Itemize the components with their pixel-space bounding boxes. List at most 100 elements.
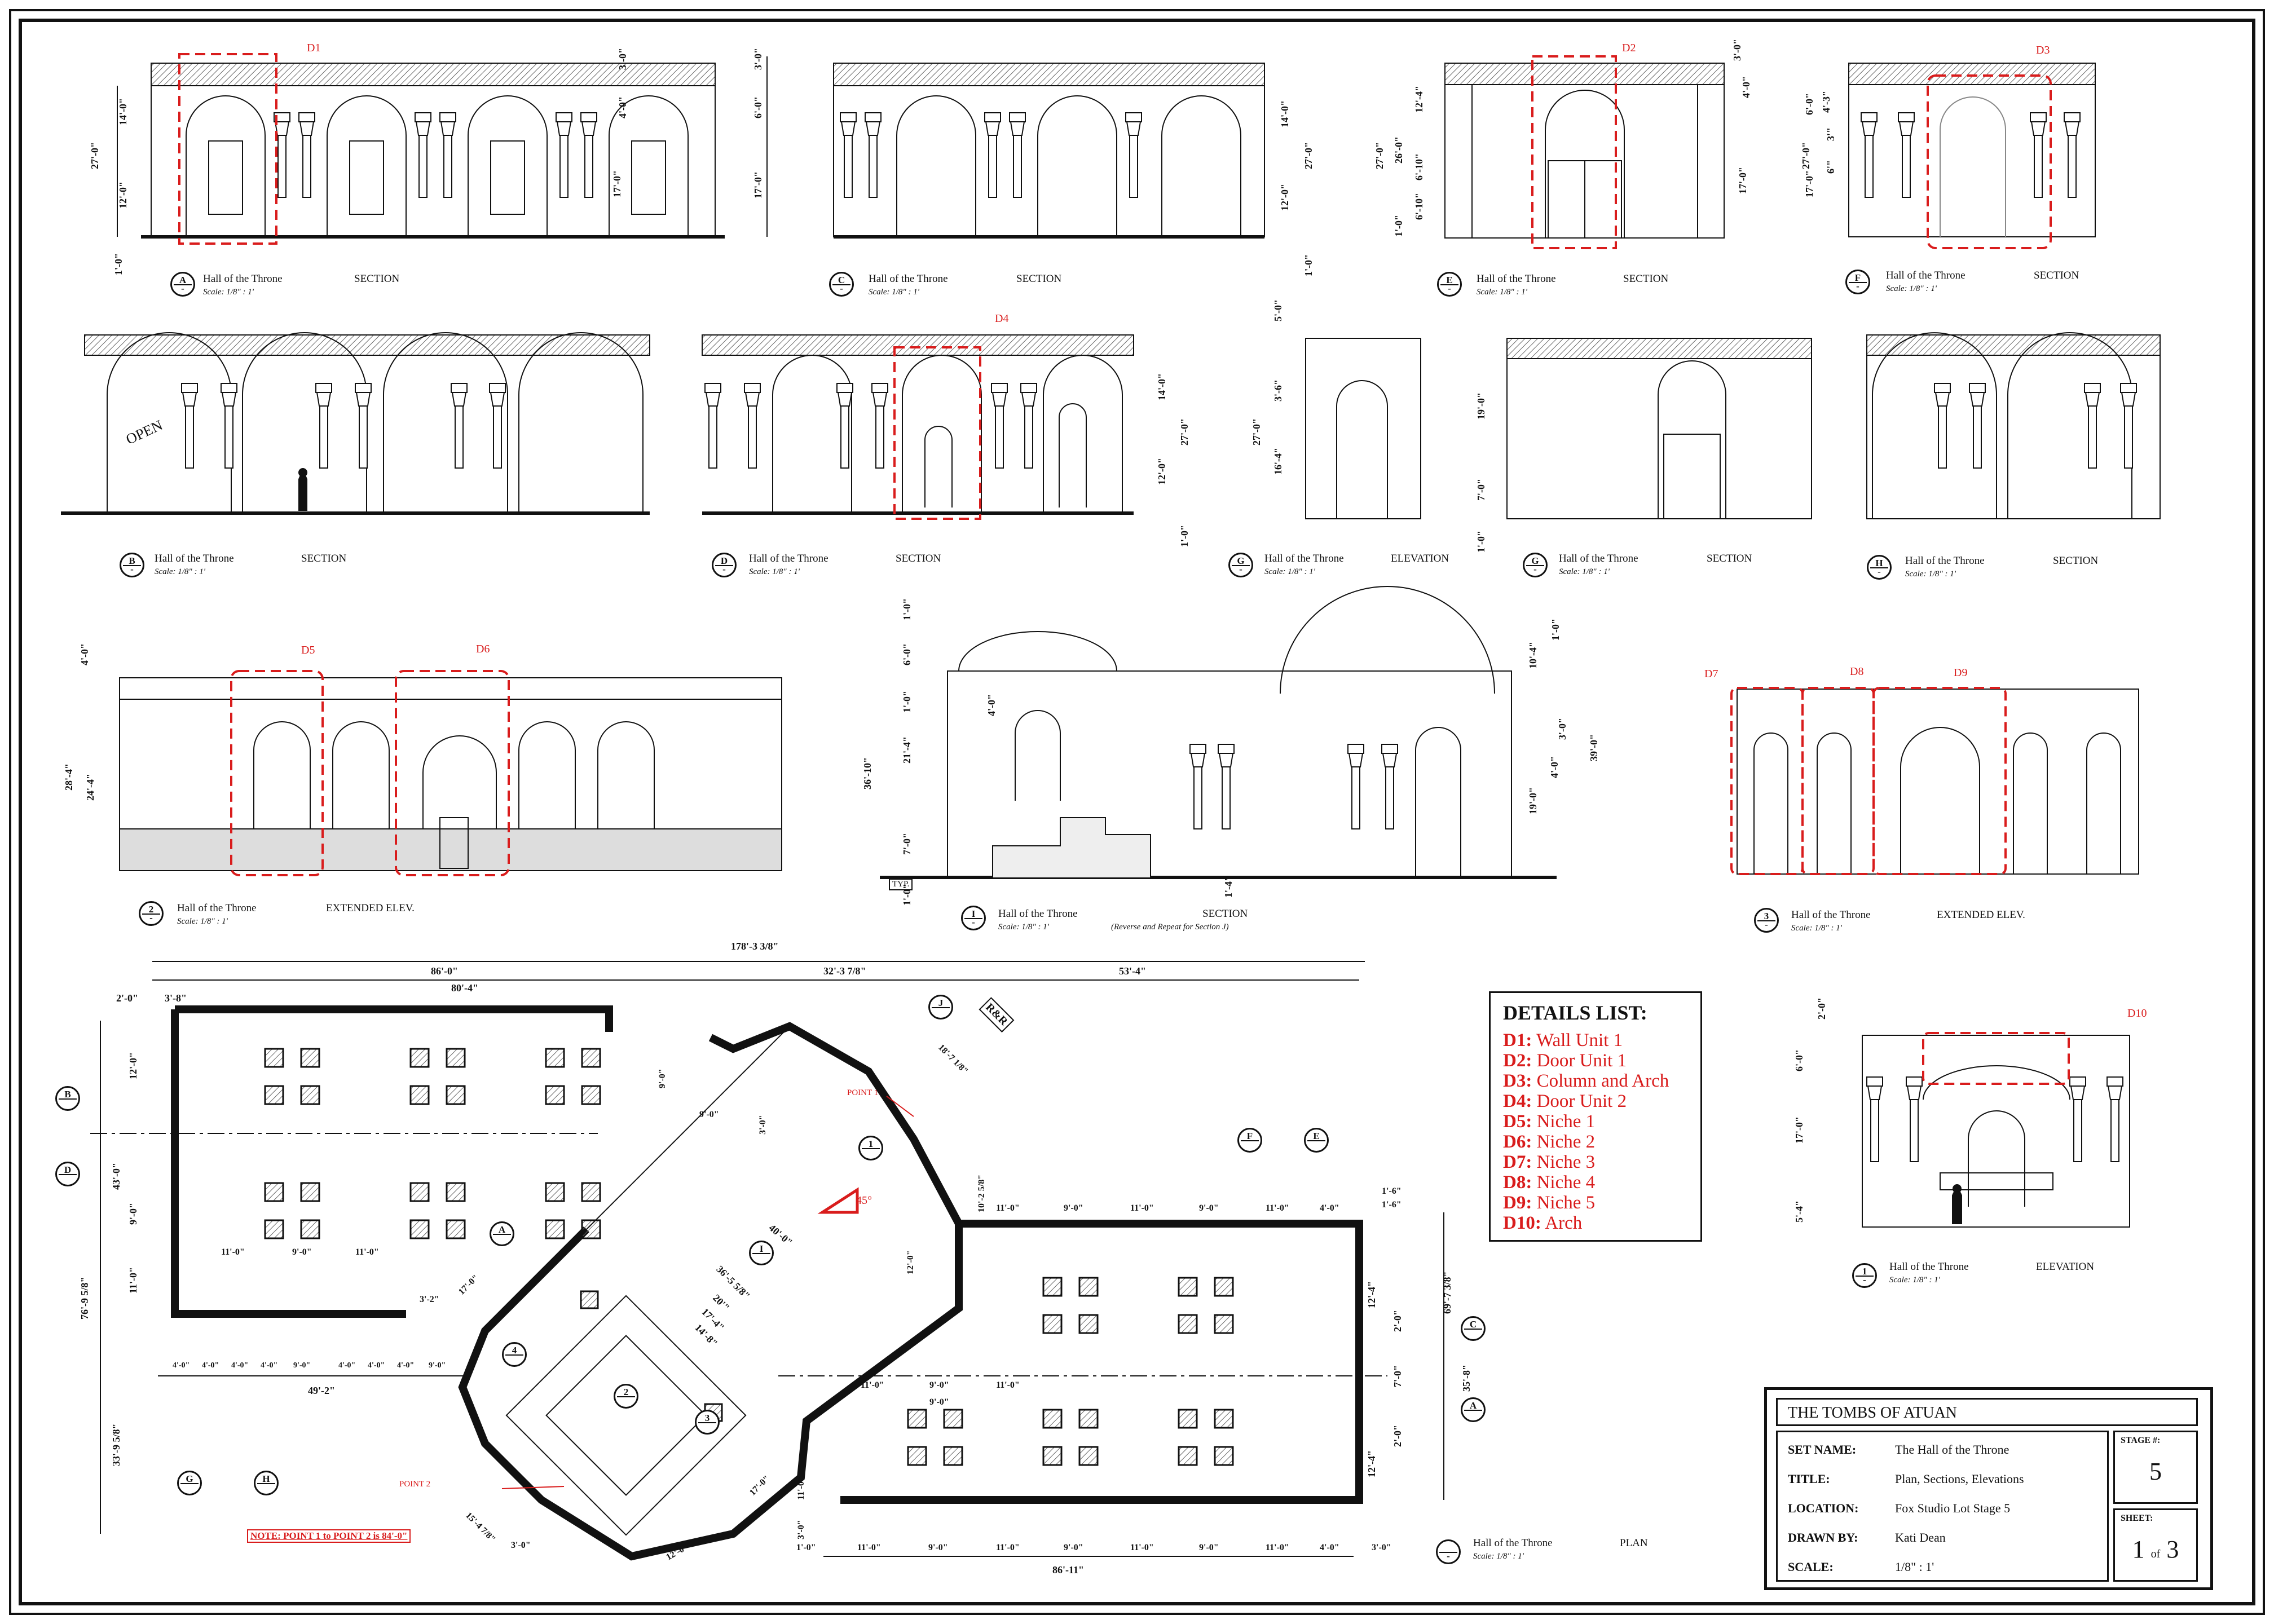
plan-marker-g[interactable]: G <box>177 1471 202 1495</box>
dim-plan-br-3: 11'-0" <box>996 1543 1020 1552</box>
plan-marker-j[interactable]: J <box>928 995 953 1020</box>
dim-plan-r-0: 69'-7 3/8" <box>1442 1271 1453 1314</box>
details-item[interactable]: D3: Column and Arch <box>1503 1071 1669 1091</box>
dim-seci-14: 4'-0" <box>986 694 997 716</box>
stage-label: STAGE #: <box>2121 1436 2161 1445</box>
plan-marker-e[interactable]: E <box>1304 1128 1329 1153</box>
dim-plan-top-5: 2'-0" <box>116 992 138 1004</box>
dim-e-6: 3'-0" <box>1731 39 1743 61</box>
dim-e-7: 4'-0" <box>1740 76 1752 98</box>
dim-f-3: 3'" <box>1825 127 1836 141</box>
caption-title-g-elev: Hall of the Throne <box>1264 553 1344 564</box>
details-item[interactable]: D4: Door Unit 2 <box>1503 1091 1627 1111</box>
plan-marker-d[interactable]: D <box>55 1162 80 1186</box>
section-marker-b[interactable]: B- <box>120 553 144 577</box>
title-label: TITLE: <box>1788 1472 1830 1486</box>
dim-plan-top-3: 32'-3 7/8" <box>823 965 866 977</box>
dim-a-3: 1'-0" <box>113 253 124 275</box>
dim-plan-top-6: 3'-8" <box>165 992 187 1004</box>
section-marker-d[interactable]: D- <box>712 553 737 577</box>
plan-marker-2[interactable]: 2 <box>614 1384 638 1409</box>
detail-tag-d6[interactable]: D6 <box>476 643 490 655</box>
section-marker-h[interactable]: H- <box>1867 555 1892 580</box>
dim-seci-0: 1'-0" <box>901 598 913 620</box>
detail-tag-d10[interactable]: D10 <box>2127 1007 2147 1020</box>
dim-d-2: 12'-0" <box>1156 458 1167 485</box>
details-item[interactable]: D6: Niche 2 <box>1503 1132 1596 1152</box>
caption-scale-plan: Scale: 1/8" : 1' <box>1473 1552 1524 1561</box>
details-item[interactable]: D8: Niche 4 <box>1503 1172 1596 1193</box>
title-block: THE TOMBS OF ATUAN SET NAME: The Hall of… <box>1764 1387 2213 1590</box>
details-item[interactable]: D5: Niche 1 <box>1503 1111 1596 1132</box>
section-marker-i[interactable]: I- <box>961 906 986 930</box>
plan-marker-c[interactable]: C <box>1461 1316 1486 1341</box>
dim-plan-mid-9: 12'-0" <box>906 1250 915 1274</box>
caption-title-plan: Hall of the Throne <box>1473 1537 1553 1549</box>
dim-e-0: 27'-0" <box>1374 142 1385 169</box>
dim-el1-1: 6'-0" <box>1793 1049 1805 1071</box>
dim-seci-10: 39'-0" <box>1588 734 1599 761</box>
caption-type-2: EXTENDED ELEV. <box>326 902 415 914</box>
detail-tag-d4[interactable]: D4 <box>995 312 1009 325</box>
plan-marker-f[interactable]: F <box>1237 1128 1262 1153</box>
elevation-marker-2[interactable]: 2- <box>139 901 164 926</box>
caption-scale-3: Scale: 1/8" : 1' <box>1791 924 1842 933</box>
dim-plan-r-6: 12'-4" <box>1366 1450 1377 1477</box>
details-item[interactable]: D9: Niche 5 <box>1503 1193 1596 1213</box>
plan-marker-1[interactable]: 1 <box>858 1136 883 1160</box>
plan-marker-b[interactable]: B <box>55 1086 80 1111</box>
dim-f-0: 27'-0" <box>1800 142 1812 169</box>
plan-marker-3[interactable]: 3 <box>695 1410 720 1435</box>
dim-seci-9: 3'-0" <box>1557 718 1568 740</box>
details-item[interactable]: D7: Niche 3 <box>1503 1152 1596 1172</box>
caption-scale-i: Scale: 1/8" : 1' <box>998 923 1049 932</box>
detail-tag-d3[interactable]: D3 <box>2036 44 2050 56</box>
detail-tag-d5[interactable]: D5 <box>301 644 315 656</box>
caption-title-3: Hall of the Throne <box>1791 909 1871 921</box>
dim-g-3: 16'-4" <box>1272 448 1284 475</box>
dim-d-1: 27'-0" <box>1179 418 1190 445</box>
dim-plan-rt-4: 11'-0" <box>1266 1203 1289 1213</box>
caption-scale-1: Scale: 1/8" : 1' <box>1889 1276 1940 1285</box>
caption-type-b: SECTION <box>301 553 347 564</box>
elevation-marker-g[interactable]: G- <box>1228 553 1253 577</box>
scale-label: SCALE: <box>1788 1560 1834 1574</box>
dim-g-1: 5'-0" <box>1272 299 1284 321</box>
detail-tag-d8[interactable]: D8 <box>1850 665 1864 678</box>
dim-plan-br-4: 9'-0" <box>1064 1543 1083 1552</box>
plan-marker-i[interactable]: I <box>749 1241 774 1265</box>
section-marker-c[interactable]: C- <box>829 272 854 297</box>
caption-scale-g-elev: Scale: 1/8" : 1' <box>1264 567 1315 576</box>
plan-marker-a[interactable]: A <box>490 1221 514 1246</box>
dim-plan-bl-1: 4'-0" <box>202 1361 219 1370</box>
section-marker-g[interactable]: G- <box>1523 553 1548 577</box>
plan-marker-a2[interactable]: A <box>1461 1397 1486 1422</box>
dim-plan-mid-7: 9'-0" <box>929 1397 949 1407</box>
details-item[interactable]: D1: Wall Unit 1 <box>1503 1030 1623 1051</box>
section-marker-f[interactable]: F- <box>1845 270 1870 294</box>
plan-marker-h[interactable]: H <box>254 1471 279 1495</box>
dim-plan-mid-21: 11'-0" <box>796 1476 806 1500</box>
dim-g-0: 27'-0" <box>1251 418 1262 445</box>
details-item[interactable]: D2: Door Unit 1 <box>1503 1051 1627 1071</box>
detail-tag-d9[interactable]: D9 <box>1954 667 1968 679</box>
detail-tag-d7[interactable]: D7 <box>1704 668 1718 680</box>
details-item[interactable]: D10: Arch <box>1503 1213 1583 1233</box>
plan-marker[interactable]: - <box>1436 1539 1461 1564</box>
drawn-by-value: Kati Dean <box>1895 1530 1946 1544</box>
dim-plan-bl-9: 49'-2" <box>308 1385 335 1396</box>
elevation-marker-3[interactable]: 3- <box>1754 908 1779 933</box>
section-marker-a[interactable]: A- <box>170 272 195 297</box>
section-marker-e[interactable]: E- <box>1437 272 1462 297</box>
section-c-drawing <box>833 63 1265 239</box>
dim-plan-top-0: 178'-3 3/8" <box>731 941 779 952</box>
extended-elev-3-drawing <box>1737 689 2139 875</box>
caption-type-d: SECTION <box>896 553 941 564</box>
caption-type-i: SECTION <box>1202 908 1248 920</box>
dim-plan-left-1: 43'-0" <box>111 1163 122 1190</box>
detail-tag-d1[interactable]: D1 <box>307 42 321 54</box>
detail-tag-d2[interactable]: D2 <box>1622 42 1636 54</box>
dim-plan-mid-10: 10'-2 5/8" <box>977 1174 986 1212</box>
elevation-marker-1[interactable]: 1- <box>1852 1263 1877 1288</box>
plan-marker-4[interactable]: 4 <box>502 1342 527 1367</box>
